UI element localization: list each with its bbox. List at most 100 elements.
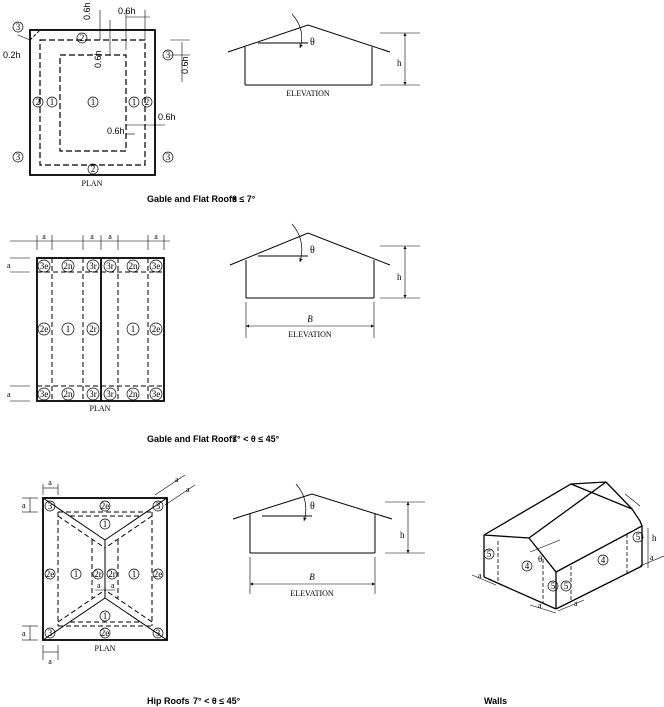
- zone-label: 3e: [40, 261, 49, 271]
- zone-label: 5: [636, 532, 641, 542]
- dim-label: 0.6h: [180, 56, 190, 74]
- zone-label: 2: [80, 33, 85, 43]
- gable-low-elevation: [227, 13, 420, 86]
- zone-label: 2e: [101, 501, 110, 511]
- zone-label: 1: [50, 97, 55, 107]
- caption-math: θ ≤ 7°: [232, 194, 256, 204]
- zone-label: 5: [551, 581, 556, 591]
- dim-label: 0.6h: [82, 2, 92, 20]
- gable-low-caption: Gable and Flat Roofs θ ≤ 7°: [147, 194, 256, 204]
- zone-label: 1: [74, 569, 79, 579]
- a-label: a: [186, 485, 190, 494]
- a-label: a: [48, 478, 52, 487]
- gable-low-elevation-text: θ h ELEVATION: [286, 37, 402, 98]
- zone-label: 4: [525, 561, 530, 571]
- a-label: a: [7, 390, 11, 399]
- zone-label: 1: [103, 611, 108, 621]
- zone-label: 2n: [64, 389, 74, 399]
- zone-label: 5: [487, 549, 492, 559]
- zone-label: 3: [166, 50, 171, 60]
- zone-label: 1: [66, 324, 71, 334]
- zone-label: 3e: [40, 389, 49, 399]
- a-label: a: [48, 657, 52, 666]
- zone-label: 1: [132, 97, 137, 107]
- zone-label: 2r: [89, 324, 97, 334]
- zone-label: 2e: [154, 569, 163, 579]
- a-label: a: [22, 629, 26, 638]
- walls-text: 5 4 5 5 4 5 θ h a a a a Walls: [478, 532, 657, 706]
- zone-label: 3r: [89, 389, 97, 399]
- hip-plan: [22, 474, 196, 660]
- zone-label: 3r: [106, 389, 114, 399]
- zone-label: 3: [16, 22, 21, 32]
- gable-high-elevation: [229, 223, 420, 338]
- caption: Hip Roofs: [147, 696, 190, 706]
- zone-label: 1: [131, 324, 136, 334]
- gable-low-plan: [12, 10, 190, 176]
- zone-label: 4: [601, 555, 606, 565]
- zone-label: 3: [166, 152, 171, 162]
- zone-label: 2: [36, 97, 41, 107]
- a-label: a: [650, 553, 654, 562]
- h-label: h: [652, 533, 657, 543]
- caption: Gable and Flat Roofs: [147, 434, 237, 444]
- caption-math: 7° < θ ≤ 45°: [232, 434, 280, 444]
- zone-label: 2e: [40, 324, 49, 334]
- plan-label: PLAN: [95, 644, 116, 653]
- caption: Walls: [484, 696, 507, 706]
- h-label: h: [397, 272, 402, 282]
- zone-label: 2r: [94, 569, 102, 579]
- plan-label: PLAN: [90, 404, 111, 413]
- zone-label: 3: [16, 152, 21, 162]
- zone-label: 2e: [101, 628, 110, 638]
- zone-label: 2e: [152, 324, 161, 334]
- zone-label: 1: [132, 569, 137, 579]
- zone-label: 1: [91, 97, 96, 107]
- zone-label: 3: [48, 628, 53, 638]
- elevation-label: ELEVATION: [286, 89, 330, 98]
- caption-math: 7° < θ ≤ 45°: [193, 696, 241, 706]
- zone-label: 1: [103, 519, 108, 529]
- zone-label: 3e: [152, 389, 161, 399]
- hip-plan-text: 3 3 3 3 2e 2e 2e 2e 1 1 1 1 2r 2r a a a …: [22, 475, 190, 666]
- gable-low-plan-text: 2 1 1 1 2 2 2 3 3 3 3 0.6h 0.6h 0.6h 0.6…: [3, 2, 190, 188]
- zone-label: 2e: [46, 569, 55, 579]
- dim-label: 0.2h: [3, 50, 21, 60]
- h-label: h: [400, 530, 405, 540]
- b-label: B: [307, 314, 313, 324]
- zone-label: 3: [156, 501, 161, 511]
- zone-label: 2r: [108, 569, 116, 579]
- b-label: B: [309, 572, 315, 582]
- theta-label: θ: [310, 245, 315, 256]
- zone-label: 2n: [129, 389, 139, 399]
- a-label: a: [574, 599, 578, 608]
- dim-label: 0.6h: [158, 112, 176, 122]
- gable-high-elevation-text: θ h B ELEVATION: [288, 245, 402, 339]
- a-label: a: [7, 261, 11, 270]
- a-label: a: [538, 601, 542, 610]
- a-label: a: [42, 232, 46, 241]
- theta-label: θ: [310, 501, 315, 512]
- a-label: a: [478, 571, 482, 580]
- zone-label: 3: [48, 501, 53, 511]
- elevation-label: ELEVATION: [288, 330, 332, 339]
- elevation-label: ELEVATION: [290, 589, 334, 598]
- gable-high-plan: [10, 235, 170, 402]
- hip-caption: Hip Roofs 7° < θ ≤ 45°: [147, 696, 241, 706]
- zone-label: 2: [145, 97, 150, 107]
- dim-label: 0.6h: [118, 6, 136, 16]
- zone-label: 2n: [64, 261, 74, 271]
- hip-elevation-text: θ h B ELEVATION: [290, 501, 405, 598]
- hip-elevation: [232, 483, 425, 594]
- a-label: a: [97, 581, 101, 590]
- zone-label: 2: [91, 164, 96, 174]
- theta-label: θ: [310, 37, 315, 48]
- gable-high-caption: Gable and Flat Roofs 7° < θ ≤ 45°: [147, 434, 280, 444]
- a-label: a: [108, 232, 112, 241]
- walls-isometric: [471, 481, 664, 614]
- zone-label: 3: [156, 628, 161, 638]
- zone-label: 2n: [129, 261, 139, 271]
- a-label: a: [22, 501, 26, 510]
- dim-label: 0.6h: [93, 50, 103, 68]
